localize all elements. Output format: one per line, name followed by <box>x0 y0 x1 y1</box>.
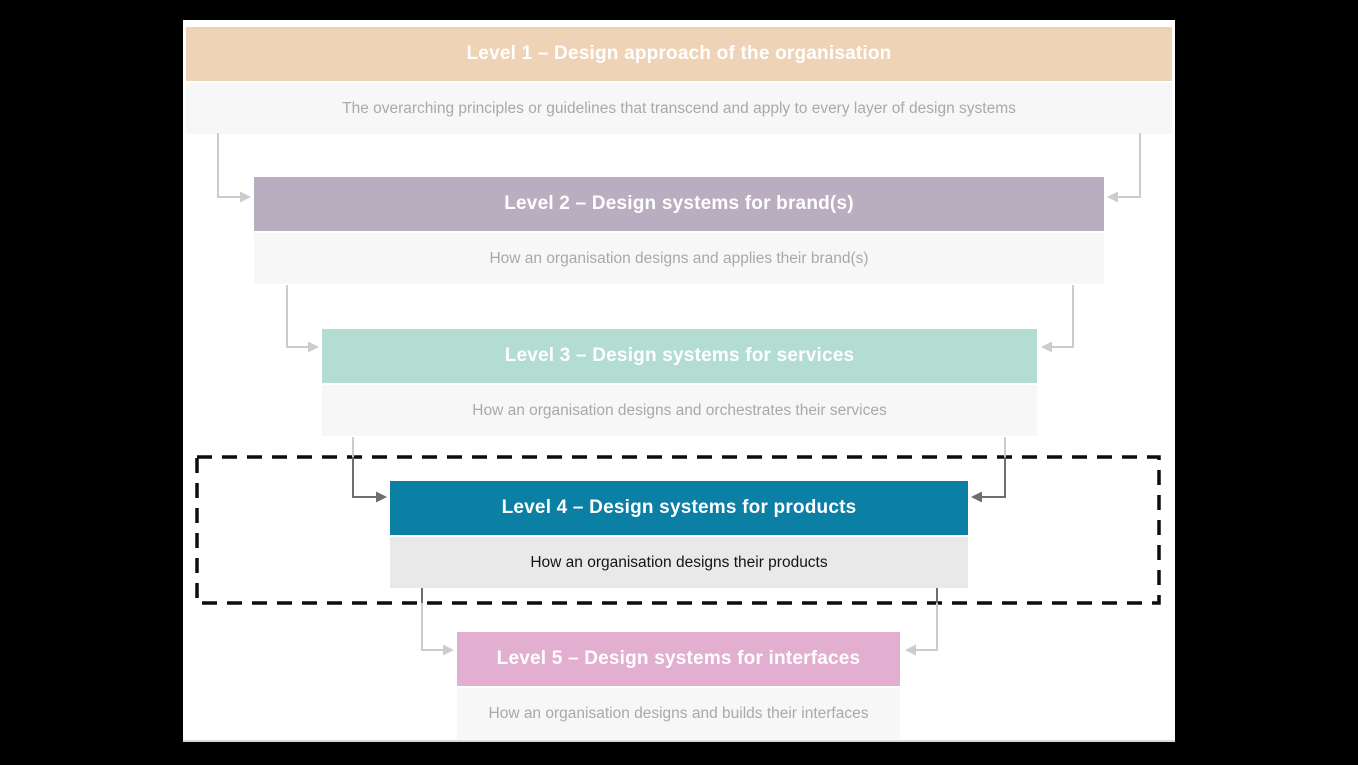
level-3-header: Level 3 – Design systems for services <box>322 329 1037 383</box>
level-2-subtitle-text: How an organisation designs and applies … <box>489 249 869 267</box>
level-5: Level 5 – Design systems for interfaces … <box>457 632 900 739</box>
level-4: Level 4 – Design systems for products Ho… <box>390 481 968 588</box>
level-2-header: Level 2 – Design systems for brand(s) <box>254 177 1104 231</box>
level-3-title: Level 3 – Design systems for services <box>504 345 855 366</box>
level-2: Level 2 – Design systems for brand(s) Ho… <box>254 177 1104 284</box>
level-3-subtitle: How an organisation designs and orchestr… <box>322 385 1037 436</box>
level-1: Level 1 – Design approach of the organis… <box>186 27 1172 134</box>
level-1-header: Level 1 – Design approach of the organis… <box>186 27 1172 81</box>
level-2-title: Level 2 – Design systems for brand(s) <box>504 193 854 214</box>
level-4-subtitle-text: How an organisation designs their produc… <box>530 553 828 571</box>
level-3: Level 3 – Design systems for services Ho… <box>322 329 1037 436</box>
level-3-subtitle-text: How an organisation designs and orchestr… <box>472 401 887 419</box>
level-2-subtitle: How an organisation designs and applies … <box>254 233 1104 284</box>
level-1-subtitle: The overarching principles or guidelines… <box>186 83 1172 134</box>
level-1-subtitle-text: The overarching principles or guidelines… <box>342 99 1016 117</box>
level-5-subtitle: How an organisation designs and builds t… <box>457 688 900 739</box>
level-4-subtitle: How an organisation designs their produc… <box>390 537 968 588</box>
level-4-header: Level 4 – Design systems for products <box>390 481 968 535</box>
level-5-subtitle-text: How an organisation designs and builds t… <box>488 704 869 722</box>
level-1-title: Level 1 – Design approach of the organis… <box>466 43 892 64</box>
level-4-title: Level 4 – Design systems for products <box>501 497 857 518</box>
level-5-title: Level 5 – Design systems for interfaces <box>496 648 861 669</box>
level-5-header: Level 5 – Design systems for interfaces <box>457 632 900 686</box>
